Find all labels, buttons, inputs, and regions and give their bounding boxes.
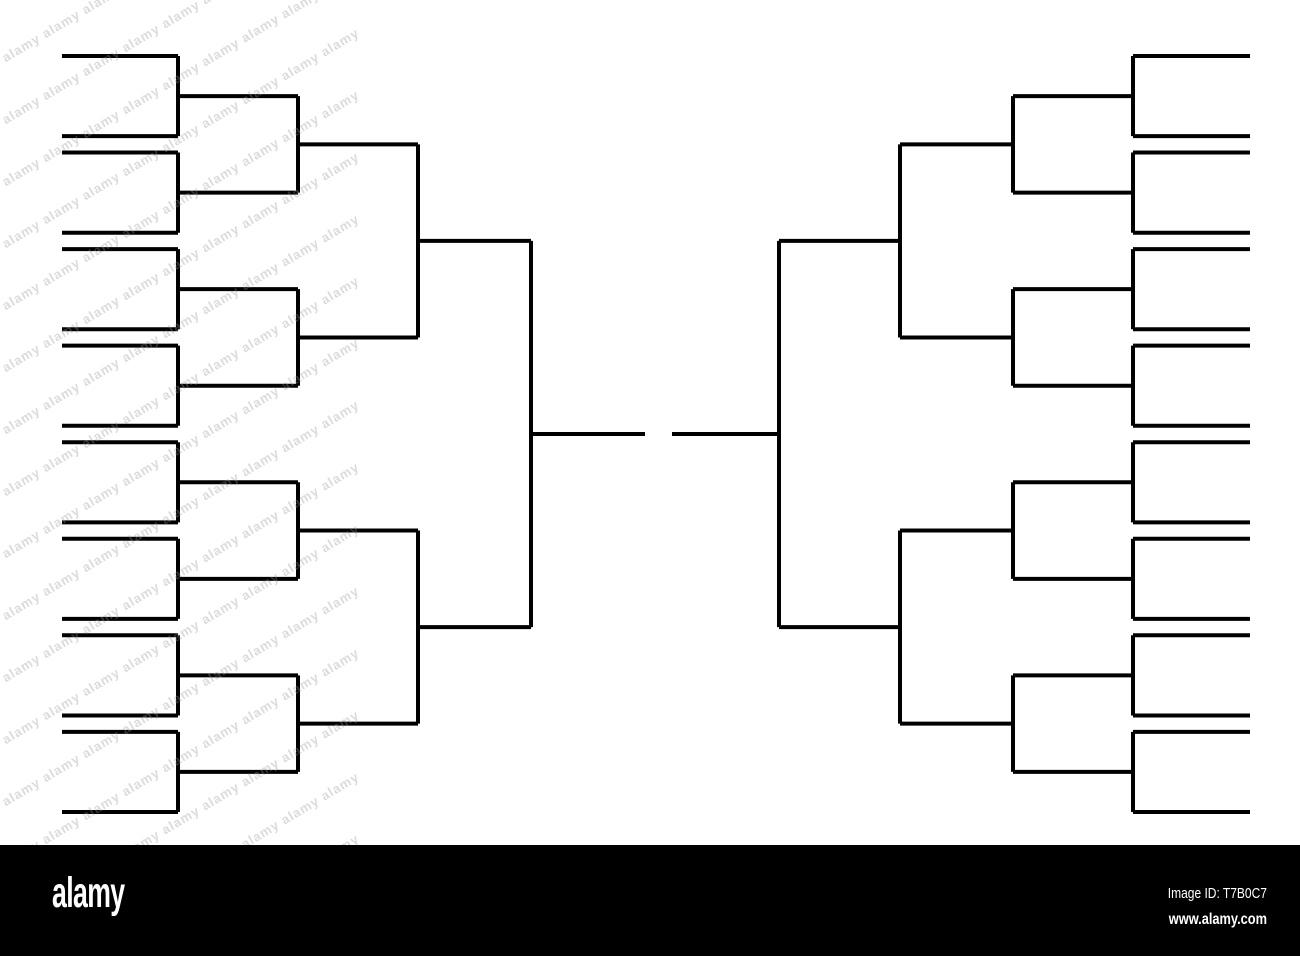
image-id-label: Image ID: T7B0C7 <box>1167 885 1267 902</box>
alamy-logo: alamy <box>52 869 125 917</box>
footer-meta: Image ID: T7B0C7 www.alamy.com <box>1168 881 1267 933</box>
bracket-canvas <box>0 0 1300 845</box>
alamy-url[interactable]: www.alamy.com <box>1168 911 1267 928</box>
footer-bar: alamy Image ID: T7B0C7 www.alamy.com <box>0 845 1300 956</box>
tournament-bracket-graphic[interactable] <box>0 0 1300 845</box>
bracket-line-group <box>62 54 1250 814</box>
